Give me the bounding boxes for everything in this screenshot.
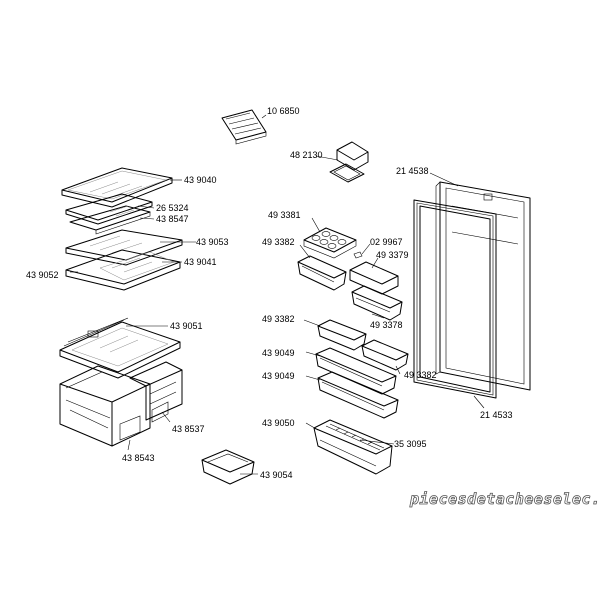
label-43-8547: 43 8547 [156,214,189,224]
ice-tray [221,109,267,145]
label-43-8543: 43 8543 [122,453,155,463]
small-drawer [201,449,255,485]
label-49-3382-a: 49 3382 [262,237,295,247]
label-10-6850: 10 6850 [267,106,300,116]
label-49-3378: 49 3378 [370,320,403,330]
label-35-3095: 35 3095 [394,439,427,449]
label-21-4533: 21 4533 [480,410,513,420]
part-labels: 10 6850 48 2130 21 4538 43 9040 26 5324 … [26,106,513,480]
glass-shelf-trim [65,193,153,235]
leader-lines [70,114,485,475]
crisper-drawers [59,361,183,447]
label-43-9051: 43 9051 [170,321,203,331]
crisper-cover [59,317,181,379]
clip-part [353,251,363,259]
label-43-9053: 43 9053 [196,237,229,247]
watermark-text: piecesdetacheeselec.com [409,490,600,508]
door-bin-small-1 [297,255,347,291]
door-panel [435,181,531,391]
label-49-3381: 49 3381 [268,210,301,220]
door-bin-small-3 [361,339,409,371]
bottle-bin [313,419,393,475]
label-43-8537: 43 8537 [172,424,205,434]
label-02-9967: 02 9967 [370,237,403,247]
door-bin-large-1 [315,347,397,395]
label-43-9049-a: 43 9049 [262,348,295,358]
glass-shelf-split [65,229,183,291]
label-43-9041: 43 9041 [184,257,217,267]
label-26-5324: 26 5324 [156,203,189,213]
glass-shelf-top [61,167,173,208]
egg-tray [303,227,357,259]
label-49-3382-b: 49 3382 [262,314,295,324]
label-43-9040: 43 9040 [184,175,217,185]
label-48-2130: 48 2130 [290,150,323,160]
door-gasket [413,199,497,399]
door-bin-small-2 [317,319,367,351]
label-43-9049-b: 43 9049 [262,371,295,381]
label-43-9054: 43 9054 [260,470,293,480]
small-box [329,141,369,183]
label-21-4538: 21 4538 [396,166,429,176]
door-bin-large-2 [317,371,399,419]
label-49-3379: 49 3379 [376,250,409,260]
label-49-3382-c: 49 3382 [404,370,437,380]
covered-door-bin [349,261,403,321]
label-43-9050: 43 9050 [262,418,295,428]
label-43-9052: 43 9052 [26,270,59,280]
